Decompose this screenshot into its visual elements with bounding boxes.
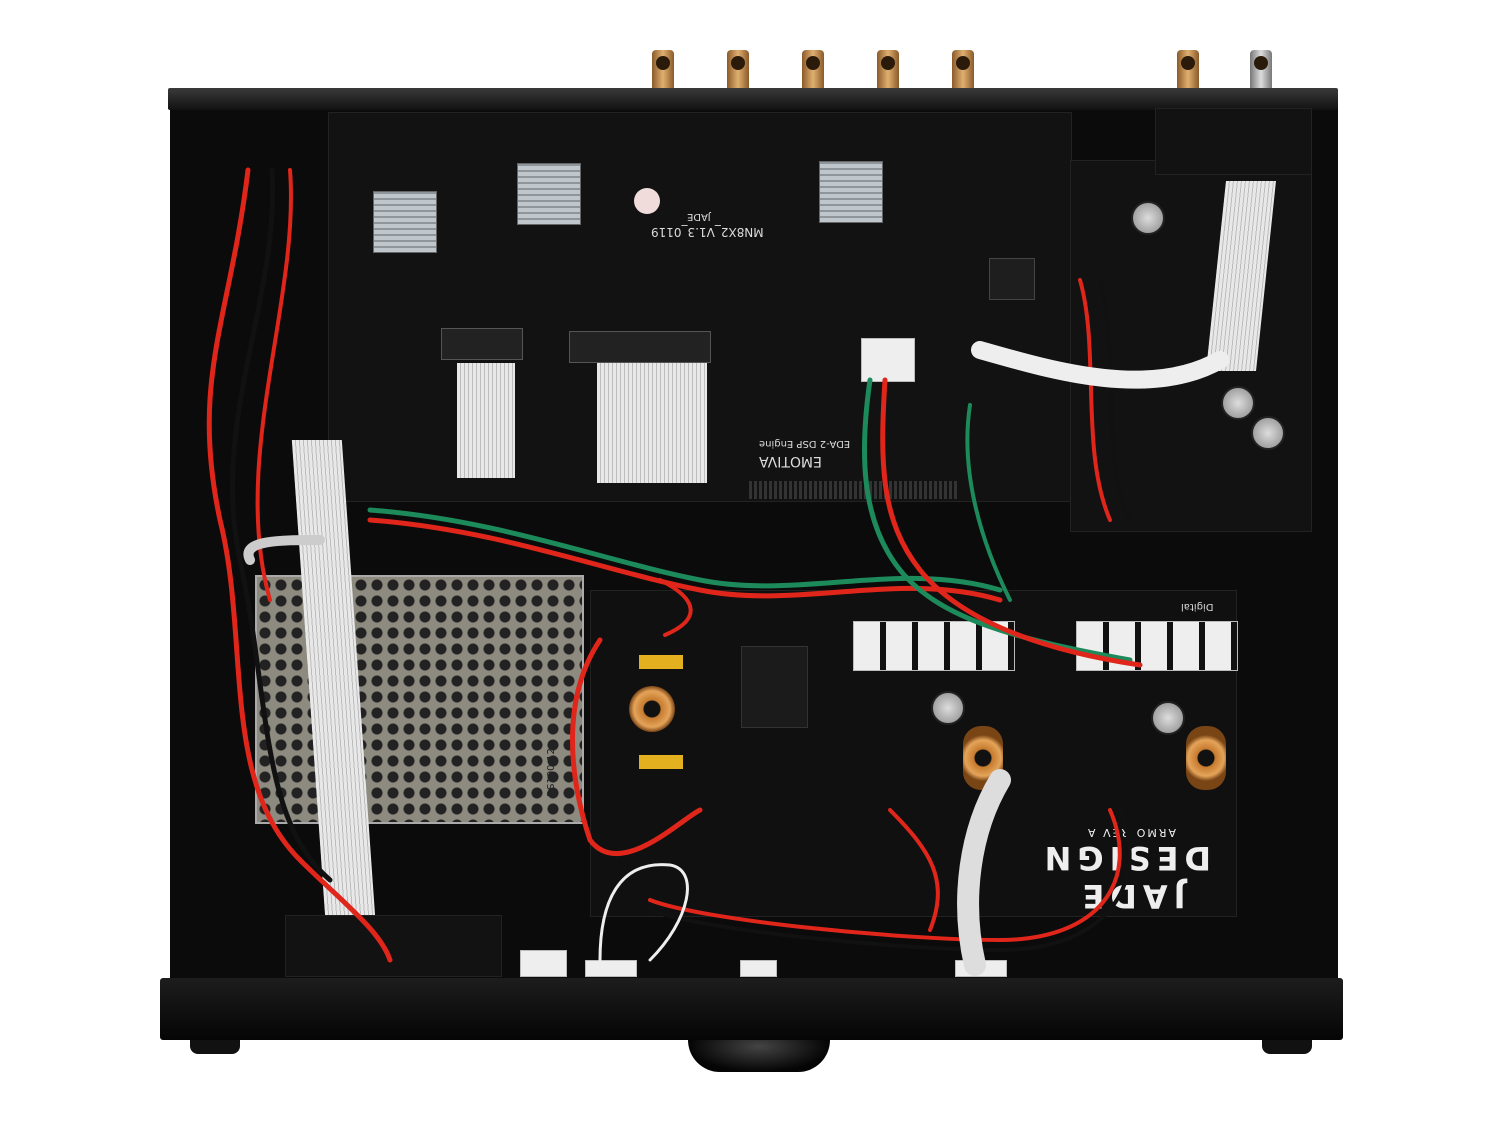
connector <box>585 960 637 977</box>
wire-black <box>648 808 1132 953</box>
capacitor <box>1131 201 1165 235</box>
ribbon-cable <box>597 353 707 483</box>
capacitor <box>639 655 683 669</box>
capacitor <box>1151 701 1185 735</box>
rear-panel <box>168 88 1338 110</box>
heatsink <box>373 191 437 253</box>
capacitor <box>1221 386 1255 420</box>
capacitor <box>639 755 683 769</box>
edge-connector <box>749 481 959 499</box>
wire-green <box>965 403 1012 602</box>
inductor <box>1186 726 1226 790</box>
chip <box>989 258 1035 300</box>
wire-green <box>367 507 1003 593</box>
ribbon-cable <box>457 363 515 478</box>
connector-bank <box>1076 621 1238 671</box>
connector <box>520 950 567 977</box>
wire-red <box>880 377 1143 668</box>
connector <box>441 328 523 360</box>
amp-board: Digital JADE DESIGN ARMO REV A <box>590 590 1238 917</box>
wire-red <box>1078 278 1112 522</box>
wire-red <box>570 637 703 857</box>
wire-red <box>206 167 393 963</box>
capacitor <box>931 691 965 725</box>
foot <box>190 1040 240 1054</box>
wire-red <box>255 168 293 602</box>
connector <box>569 331 711 363</box>
heatsink <box>819 161 883 223</box>
connector <box>861 338 915 382</box>
wire-grey <box>243 535 325 565</box>
front-panel <box>160 978 1343 1040</box>
input-daughter-board <box>1155 108 1312 175</box>
ribbon-cable <box>971 341 1229 389</box>
connector <box>740 960 777 977</box>
connector-bank <box>853 621 1015 671</box>
foot <box>1262 1040 1312 1054</box>
wire-white <box>598 863 689 962</box>
heatsink <box>517 163 581 225</box>
wire-red <box>658 578 693 637</box>
label-sticker <box>634 188 660 214</box>
volume-knob <box>688 1040 830 1072</box>
wire-red <box>888 808 940 932</box>
wire-red <box>648 808 1122 943</box>
transformer <box>741 646 808 728</box>
ribbon-cable <box>957 769 1011 976</box>
wire-black <box>1098 278 1132 522</box>
toroid-inductor <box>629 686 675 732</box>
front-board <box>285 915 502 977</box>
capacitor <box>1251 416 1285 450</box>
dsp-board: MN8X2_V1.3_0119 JADE EMOTIVA EDA-2 DSP E… <box>328 112 1072 502</box>
wire-black <box>230 167 333 883</box>
wire-red <box>367 517 1003 603</box>
